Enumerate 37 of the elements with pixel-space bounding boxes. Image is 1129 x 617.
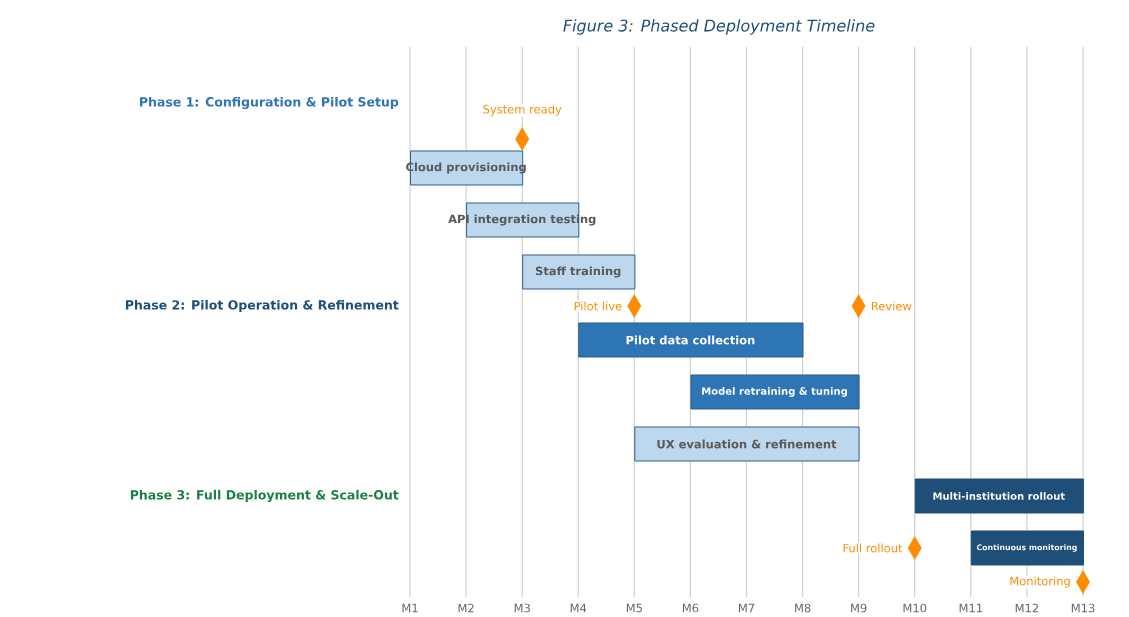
phase-label: Phase 1: Configuration & Pilot Setup (140, 96, 399, 110)
tick-label: M12 (1015, 603, 1039, 613)
milestone-label: Full rollout (843, 543, 903, 553)
tick-label: M10 (903, 603, 927, 613)
task-label: Multi-institution rollout (933, 492, 1065, 500)
task-bar (522, 254, 636, 290)
milestone-diamond (515, 127, 530, 151)
milestone-label: Review (871, 301, 912, 311)
task-label: Model retraining & tuning (702, 387, 847, 397)
tick-label: M2 (458, 603, 474, 613)
tick-label: M7 (739, 603, 755, 613)
tick-label: M3 (514, 603, 530, 613)
task-bar (690, 374, 860, 410)
tick-label: M8 (795, 603, 811, 613)
tick-label: M5 (626, 603, 642, 613)
phase-label: Phase 2: Pilot Operation & Refinement (125, 299, 399, 313)
tick-label: M6 (682, 603, 699, 613)
chart-title: Figure 3: Phased Deployment Timeline (563, 19, 875, 35)
tick-label: M4 (570, 603, 587, 613)
milestone-label: Monitoring (1010, 576, 1070, 588)
milestone-diamond (627, 294, 642, 318)
task-label: UX evaluation & refinement (657, 439, 837, 449)
milestone-diamond (851, 294, 866, 318)
milestone-label: Pilot live (574, 301, 622, 311)
phase-label: Phase 3: Full Deployment & Scale-Out (130, 489, 399, 503)
task-bar (578, 322, 804, 358)
task-bar (914, 478, 1084, 514)
tick-label: M11 (959, 603, 983, 613)
task-label: Pilot data collection (626, 335, 755, 345)
tick-label: M1 (402, 603, 418, 613)
tick-label: M9 (851, 603, 867, 613)
milestone-label: System ready (483, 104, 562, 116)
task-label: Staff training (535, 266, 621, 278)
milestone-diamond (907, 536, 922, 560)
task-bar (634, 426, 860, 462)
milestone-diamond (1076, 570, 1090, 594)
task-bar (970, 530, 1084, 566)
